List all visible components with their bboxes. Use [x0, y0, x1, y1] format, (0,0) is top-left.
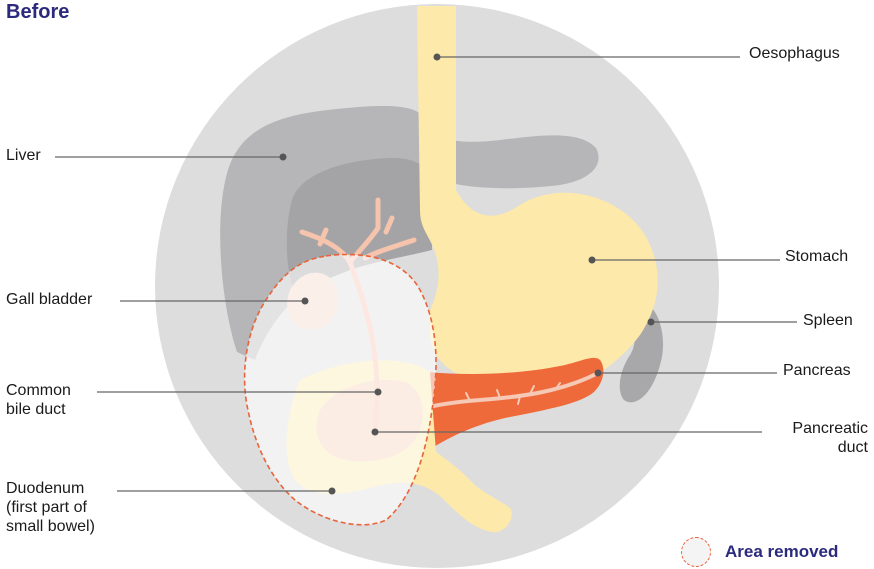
pancreas-dot — [595, 370, 602, 377]
oesophagus-label: Oesophagus — [749, 44, 840, 63]
pancreatic-duct-line-2: duct — [792, 438, 868, 457]
pancreatic-duct-label: Pancreatic duct — [792, 419, 868, 457]
gall-bladder-label: Gall bladder — [6, 290, 92, 309]
pancreatic-duct-line-1: Pancreatic — [792, 419, 868, 438]
duodenum-line-2: (first part of — [6, 498, 95, 517]
spleen-label: Spleen — [803, 311, 853, 330]
pancreatic-duct-dot — [372, 429, 379, 436]
duodenum-dot — [329, 488, 336, 495]
liver-label: Liver — [6, 146, 41, 165]
liver-dot — [280, 154, 287, 161]
duodenum-line-3: small bowel) — [6, 517, 95, 536]
spleen-dot — [648, 319, 655, 326]
stomach-label: Stomach — [785, 247, 848, 266]
common-bile-duct-line-2: bile duct — [6, 400, 71, 419]
legend: Area removed — [681, 537, 838, 567]
area-removed-swatch — [681, 537, 711, 567]
common-bile-duct-line-1: Common — [6, 381, 71, 400]
common-bile-duct-label: Common bile duct — [6, 381, 71, 419]
oesophagus-dot — [434, 54, 441, 61]
common-bile-duct-dot — [375, 389, 382, 396]
duodenum-label: Duodenum (first part of small bowel) — [6, 479, 95, 536]
gall-bladder-dot — [302, 298, 309, 305]
area-removed-legend-label: Area removed — [725, 542, 838, 562]
pancreas-label: Pancreas — [783, 361, 851, 380]
stomach-dot — [589, 257, 596, 264]
duodenum-line-1: Duodenum — [6, 479, 95, 498]
page-title: Before — [6, 1, 69, 24]
